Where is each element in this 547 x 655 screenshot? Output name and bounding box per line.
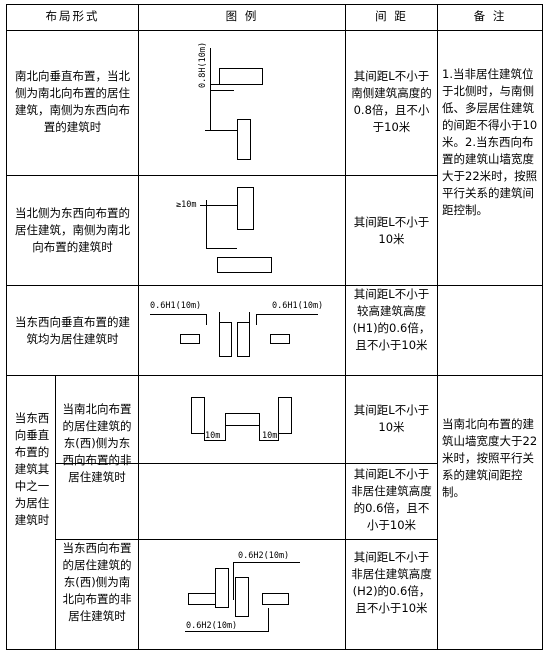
layout-cell-row3: 当东西向垂直布置的建筑均为居住建筑时: [15, 315, 130, 346]
building-rect: [225, 413, 260, 426]
group-cell: 当东西向垂直布置的建筑其中之一为居住建筑时: [14, 411, 50, 527]
diagram-row5: [185, 562, 300, 632]
remarks-bottom: 当南北向布置的建筑山墙宽度大于22米时，按照平行关系的建筑间距控制。: [442, 417, 538, 499]
dimension-label: 0.6H2(10m): [186, 621, 237, 631]
spacing-cell-row1: 其间距L不小于南侧建筑高度的0.8倍，且不小于10米: [351, 69, 432, 134]
layout-cell-row1: 南北向垂直布置，当北侧为南北向布置的居住建筑，南侧为东西向布置的建筑时: [15, 69, 130, 134]
spacing-cell-row4b: 其间距L不小于非居住建筑高度的0.6倍，且不小于10米: [351, 467, 432, 532]
dimension-label: 0.6H1(10m): [272, 301, 323, 311]
diagram-row3: [150, 312, 318, 357]
diagram-row2: [200, 187, 272, 273]
building-rect: [217, 257, 272, 273]
building-rect: [270, 334, 290, 344]
building-rect: [237, 119, 251, 160]
diagram-row1: [205, 48, 263, 160]
header-spacing: 间 距: [375, 9, 408, 23]
building-rect: [180, 334, 200, 344]
dimension-label: 0.6H2(10m): [238, 551, 289, 561]
layout-cell-row5: 当东西向布置的居住建筑的东(西)侧为南北向布置的非居住建筑时: [62, 541, 132, 623]
spacing-cell-row3: 其间距L不小于较高建筑高度(H1)的0.6倍，且不小于10米: [352, 287, 431, 352]
table-border: [6, 4, 543, 650]
building-rect: [219, 322, 232, 357]
dimension-label: 0.8H(10m): [198, 42, 208, 88]
header-diagram: 图 例: [225, 9, 259, 23]
spacing-cell-row2: 其间距L不小于10米: [353, 215, 430, 246]
building-rect: [262, 593, 289, 605]
header-remarks: 备 注: [473, 9, 507, 23]
dimension-label: 10m: [262, 431, 277, 441]
building-rect: [191, 397, 205, 434]
layout-cell-row4: 当南北向布置的居住建筑的东(西)侧为东西向布置的非居住建筑时: [62, 402, 132, 484]
building-rect: [188, 593, 216, 605]
building-rect: [278, 397, 292, 434]
layout-cell-row2: 当北侧为东西向布置的居住建筑，南侧为南北向布置的建筑时: [15, 206, 130, 254]
building-rect: [237, 187, 254, 230]
dimension-label: ≥10m: [176, 200, 196, 210]
building-rect: [215, 568, 229, 608]
building-rect: [235, 577, 249, 617]
spacing-cell-row5: 其间距L不小于非居住建筑高度(H2)的0.6倍，且不小于10米: [351, 550, 432, 615]
spacing-cell-row4a: 其间距L不小于10米: [353, 403, 430, 434]
building-rect: [237, 322, 250, 357]
header-layout: 布局形式: [45, 9, 100, 23]
building-rect: [219, 68, 263, 85]
diagram-row4: [191, 397, 292, 441]
dimension-label: 0.6H1(10m): [150, 301, 201, 311]
dimension-label: 10m: [205, 431, 220, 441]
remarks-top: 1.当非居住建筑位于北侧时，与南侧低、多层居住建筑的间距不得小于10米。2.当东…: [442, 67, 538, 217]
